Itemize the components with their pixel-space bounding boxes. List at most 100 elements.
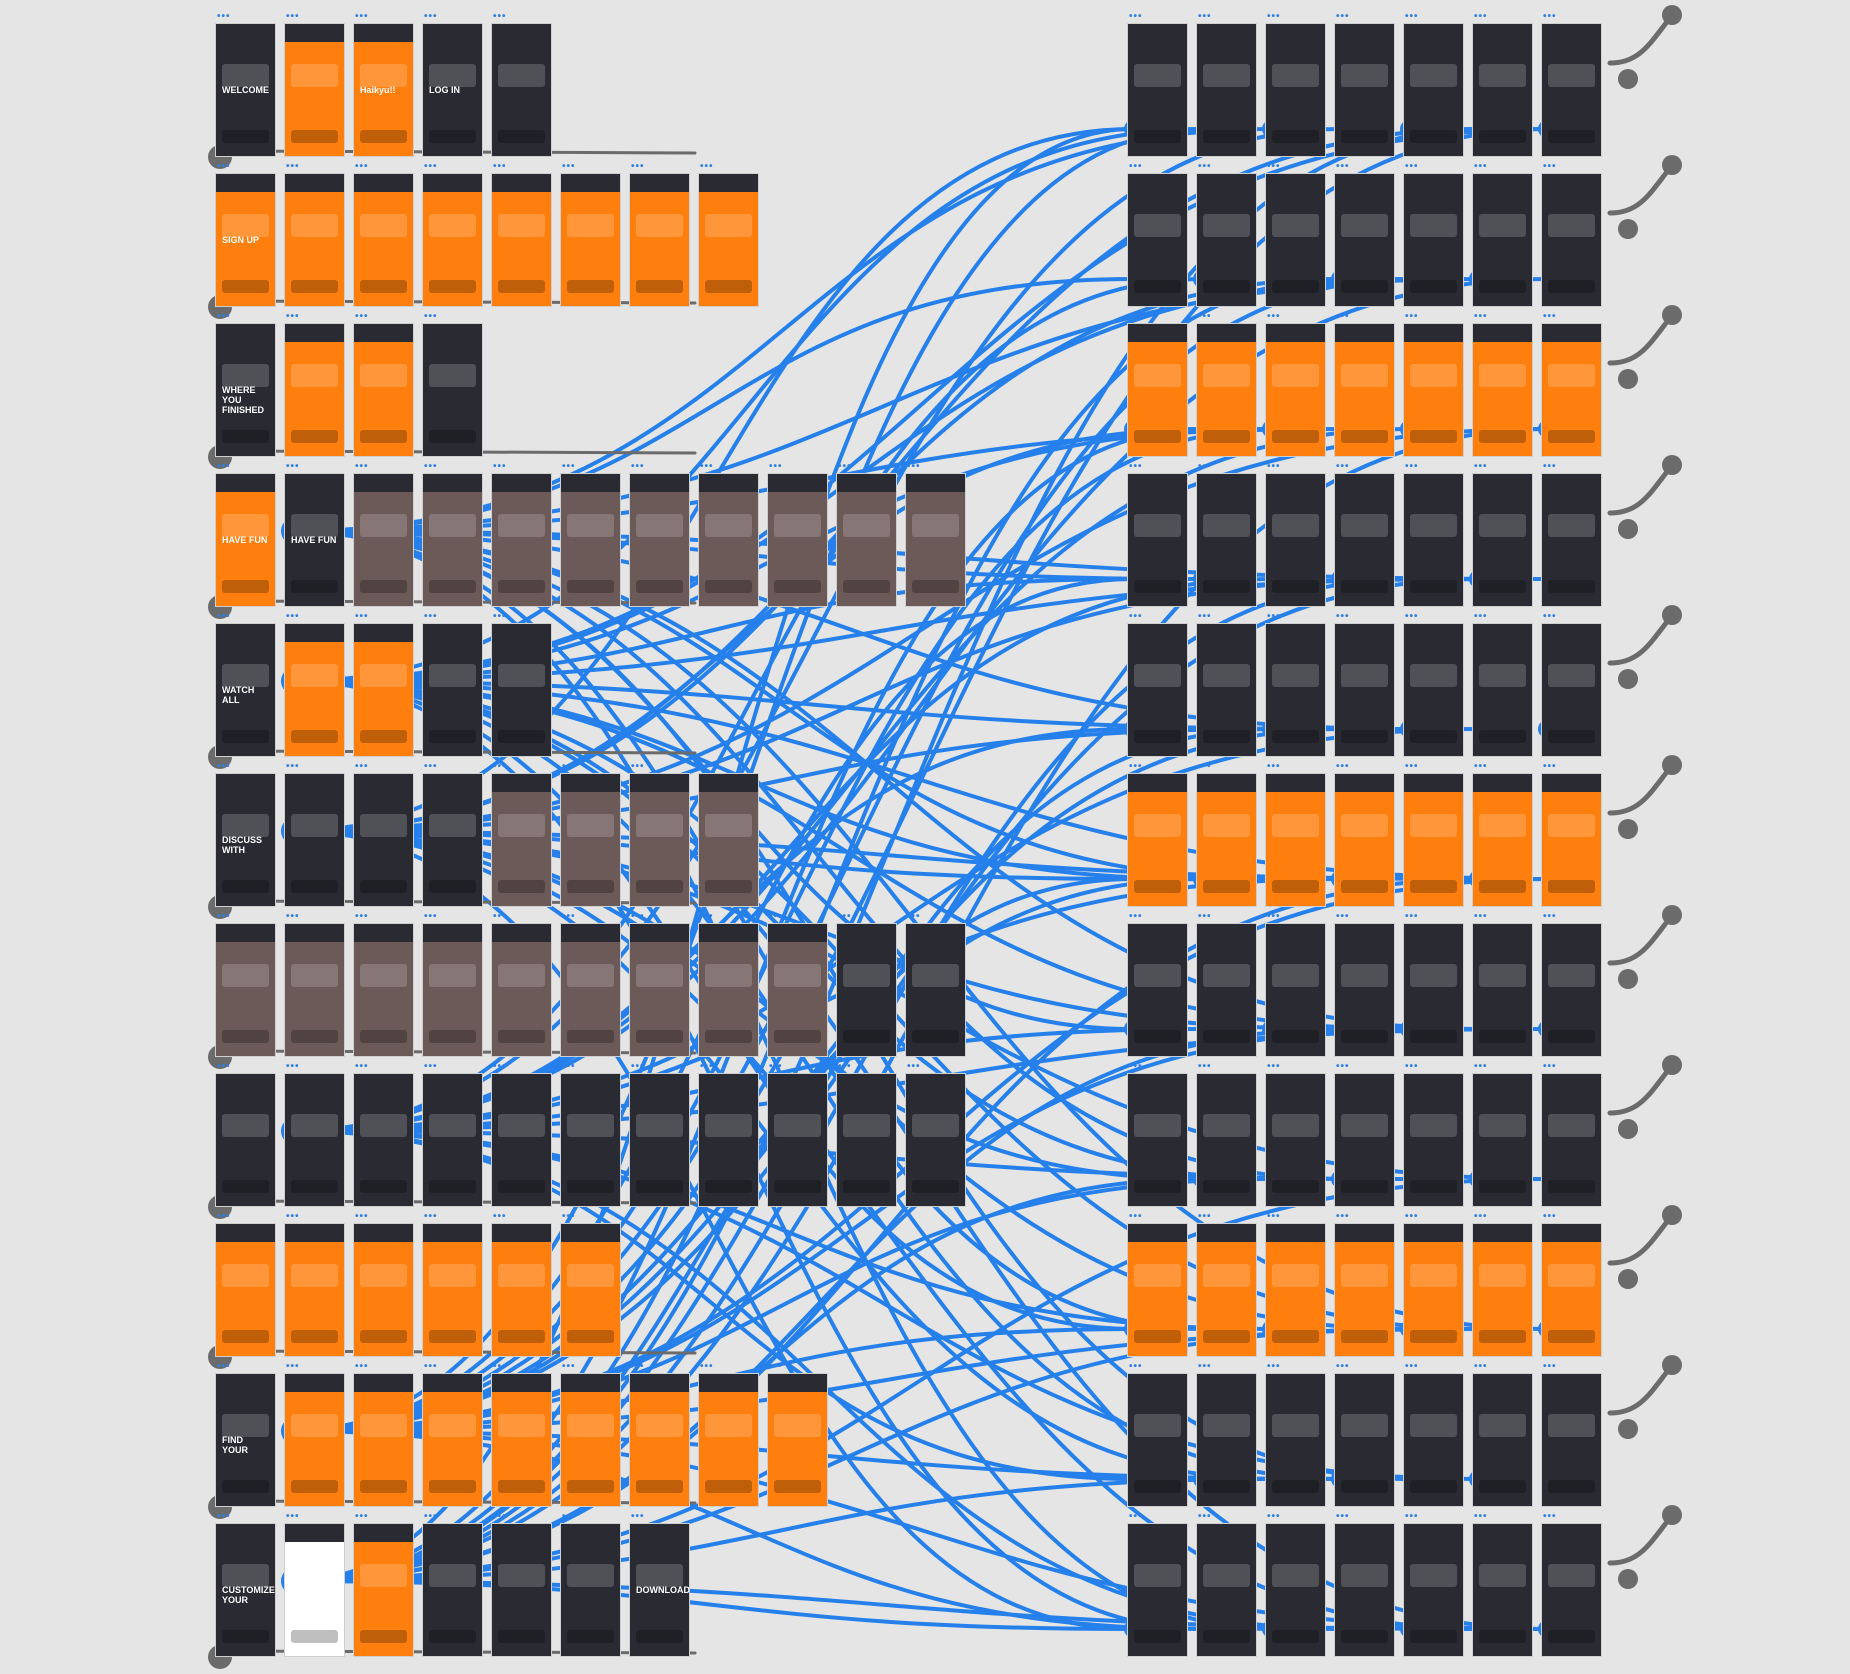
screen-frame-r8-2[interactable] (353, 1223, 414, 1357)
more-dots-icon[interactable]: ••• (700, 911, 714, 922)
screen-frame-r6-7[interactable] (698, 923, 759, 1057)
more-dots-icon[interactable]: ••• (1129, 611, 1143, 622)
more-dots-icon[interactable]: ••• (217, 311, 231, 322)
detail-frame-r7-2[interactable] (1265, 1073, 1326, 1207)
more-dots-icon[interactable]: ••• (631, 1361, 645, 1372)
detail-frame-r10-5[interactable] (1472, 1523, 1533, 1657)
external-link[interactable] (1607, 1065, 1673, 1116)
screen-frame-r3-5[interactable] (560, 473, 621, 607)
link-end-handle[interactable] (1662, 455, 1682, 475)
more-dots-icon[interactable]: ••• (217, 761, 231, 772)
screen-frame-r2-0[interactable]: WHERE YOU FINISHED (215, 323, 276, 457)
detail-frame-r9-5[interactable] (1472, 1373, 1533, 1507)
external-link[interactable] (1607, 1215, 1673, 1266)
detail-frame-r1-4[interactable] (1403, 173, 1464, 307)
detail-frame-r5-1[interactable] (1196, 773, 1257, 907)
screen-frame-r4-1[interactable] (284, 623, 345, 757)
external-link[interactable] (1607, 765, 1673, 816)
screen-frame-r3-0[interactable]: HAVE FUN (215, 473, 276, 607)
more-dots-icon[interactable]: ••• (769, 1361, 783, 1372)
screen-frame-r3-3[interactable] (422, 473, 483, 607)
more-dots-icon[interactable]: ••• (424, 761, 438, 772)
screen-frame-r5-3[interactable] (422, 773, 483, 907)
more-dots-icon[interactable]: ••• (1267, 1061, 1281, 1072)
more-dots-icon[interactable]: ••• (355, 761, 369, 772)
link-end-handle[interactable] (1618, 1419, 1638, 1439)
more-dots-icon[interactable]: ••• (493, 611, 507, 622)
more-dots-icon[interactable]: ••• (286, 1361, 300, 1372)
link-end-handle[interactable] (1618, 969, 1638, 989)
external-link[interactable] (1607, 315, 1673, 366)
more-dots-icon[interactable]: ••• (1129, 761, 1143, 772)
screen-frame-r3-10[interactable] (905, 473, 966, 607)
more-dots-icon[interactable]: ••• (700, 161, 714, 172)
more-dots-icon[interactable]: ••• (631, 761, 645, 772)
more-dots-icon[interactable]: ••• (1405, 11, 1419, 22)
screen-frame-r6-9[interactable] (836, 923, 897, 1057)
detail-frame-r4-4[interactable] (1403, 623, 1464, 757)
more-dots-icon[interactable]: ••• (1267, 461, 1281, 472)
link-end-handle[interactable] (1618, 69, 1638, 89)
detail-frame-r2-2[interactable] (1265, 323, 1326, 457)
more-dots-icon[interactable]: ••• (838, 1061, 852, 1072)
more-dots-icon[interactable]: ••• (424, 1361, 438, 1372)
screen-frame-r10-5[interactable] (560, 1523, 621, 1657)
more-dots-icon[interactable]: ••• (1474, 911, 1488, 922)
more-dots-icon[interactable]: ••• (562, 1361, 576, 1372)
screen-frame-r10-1[interactable] (284, 1523, 345, 1657)
more-dots-icon[interactable]: ••• (1543, 1061, 1557, 1072)
screen-frame-r1-7[interactable] (698, 173, 759, 307)
screen-frame-r1-0[interactable]: SIGN UP (215, 173, 276, 307)
more-dots-icon[interactable]: ••• (1267, 1511, 1281, 1522)
more-dots-icon[interactable]: ••• (217, 1511, 231, 1522)
detail-frame-r3-0[interactable] (1127, 473, 1188, 607)
screen-frame-r2-2[interactable] (353, 323, 414, 457)
detail-frame-r7-4[interactable] (1403, 1073, 1464, 1207)
more-dots-icon[interactable]: ••• (562, 161, 576, 172)
more-dots-icon[interactable]: ••• (1543, 611, 1557, 622)
more-dots-icon[interactable]: ••• (1543, 311, 1557, 322)
screen-frame-r1-5[interactable] (560, 173, 621, 307)
navigation-link[interactable] (293, 277, 1411, 1433)
more-dots-icon[interactable]: ••• (907, 461, 921, 472)
screen-frame-r8-4[interactable] (491, 1223, 552, 1357)
more-dots-icon[interactable]: ••• (493, 761, 507, 772)
detail-frame-r2-4[interactable] (1403, 323, 1464, 457)
external-link[interactable] (1607, 1515, 1673, 1566)
more-dots-icon[interactable]: ••• (286, 761, 300, 772)
link-end-handle[interactable] (1618, 1269, 1638, 1289)
detail-frame-r8-1[interactable] (1196, 1223, 1257, 1357)
more-dots-icon[interactable]: ••• (424, 911, 438, 922)
more-dots-icon[interactable]: ••• (1336, 1211, 1350, 1222)
more-dots-icon[interactable]: ••• (217, 1361, 231, 1372)
screen-frame-r6-3[interactable] (422, 923, 483, 1057)
more-dots-icon[interactable]: ••• (1336, 761, 1350, 772)
navigation-link[interactable] (293, 1579, 1135, 1631)
more-dots-icon[interactable]: ••• (1198, 611, 1212, 622)
more-dots-icon[interactable]: ••• (1336, 1511, 1350, 1522)
screen-frame-r0-2[interactable]: Haikyu!! (353, 23, 414, 157)
screen-frame-r9-6[interactable] (629, 1373, 690, 1507)
more-dots-icon[interactable]: ••• (1543, 1361, 1557, 1372)
detail-frame-r7-0[interactable] (1127, 1073, 1188, 1207)
screen-frame-r5-2[interactable] (353, 773, 414, 907)
more-dots-icon[interactable]: ••• (1129, 461, 1143, 472)
screen-frame-r7-6[interactable] (629, 1073, 690, 1207)
more-dots-icon[interactable]: ••• (838, 911, 852, 922)
detail-frame-r2-1[interactable] (1196, 323, 1257, 457)
detail-frame-r9-3[interactable] (1334, 1373, 1395, 1507)
screen-frame-r7-8[interactable] (767, 1073, 828, 1207)
detail-frame-r6-0[interactable] (1127, 923, 1188, 1057)
more-dots-icon[interactable]: ••• (1198, 911, 1212, 922)
more-dots-icon[interactable]: ••• (1474, 761, 1488, 772)
more-dots-icon[interactable]: ••• (493, 461, 507, 472)
screen-frame-r5-5[interactable] (560, 773, 621, 907)
screen-frame-r6-5[interactable] (560, 923, 621, 1057)
detail-frame-r10-6[interactable] (1541, 1523, 1602, 1657)
screen-frame-r7-0[interactable] (215, 1073, 276, 1207)
more-dots-icon[interactable]: ••• (1198, 1061, 1212, 1072)
more-dots-icon[interactable]: ••• (1543, 761, 1557, 772)
more-dots-icon[interactable]: ••• (355, 11, 369, 22)
screen-frame-r10-2[interactable] (353, 1523, 414, 1657)
link-end-handle[interactable] (1662, 1355, 1682, 1375)
